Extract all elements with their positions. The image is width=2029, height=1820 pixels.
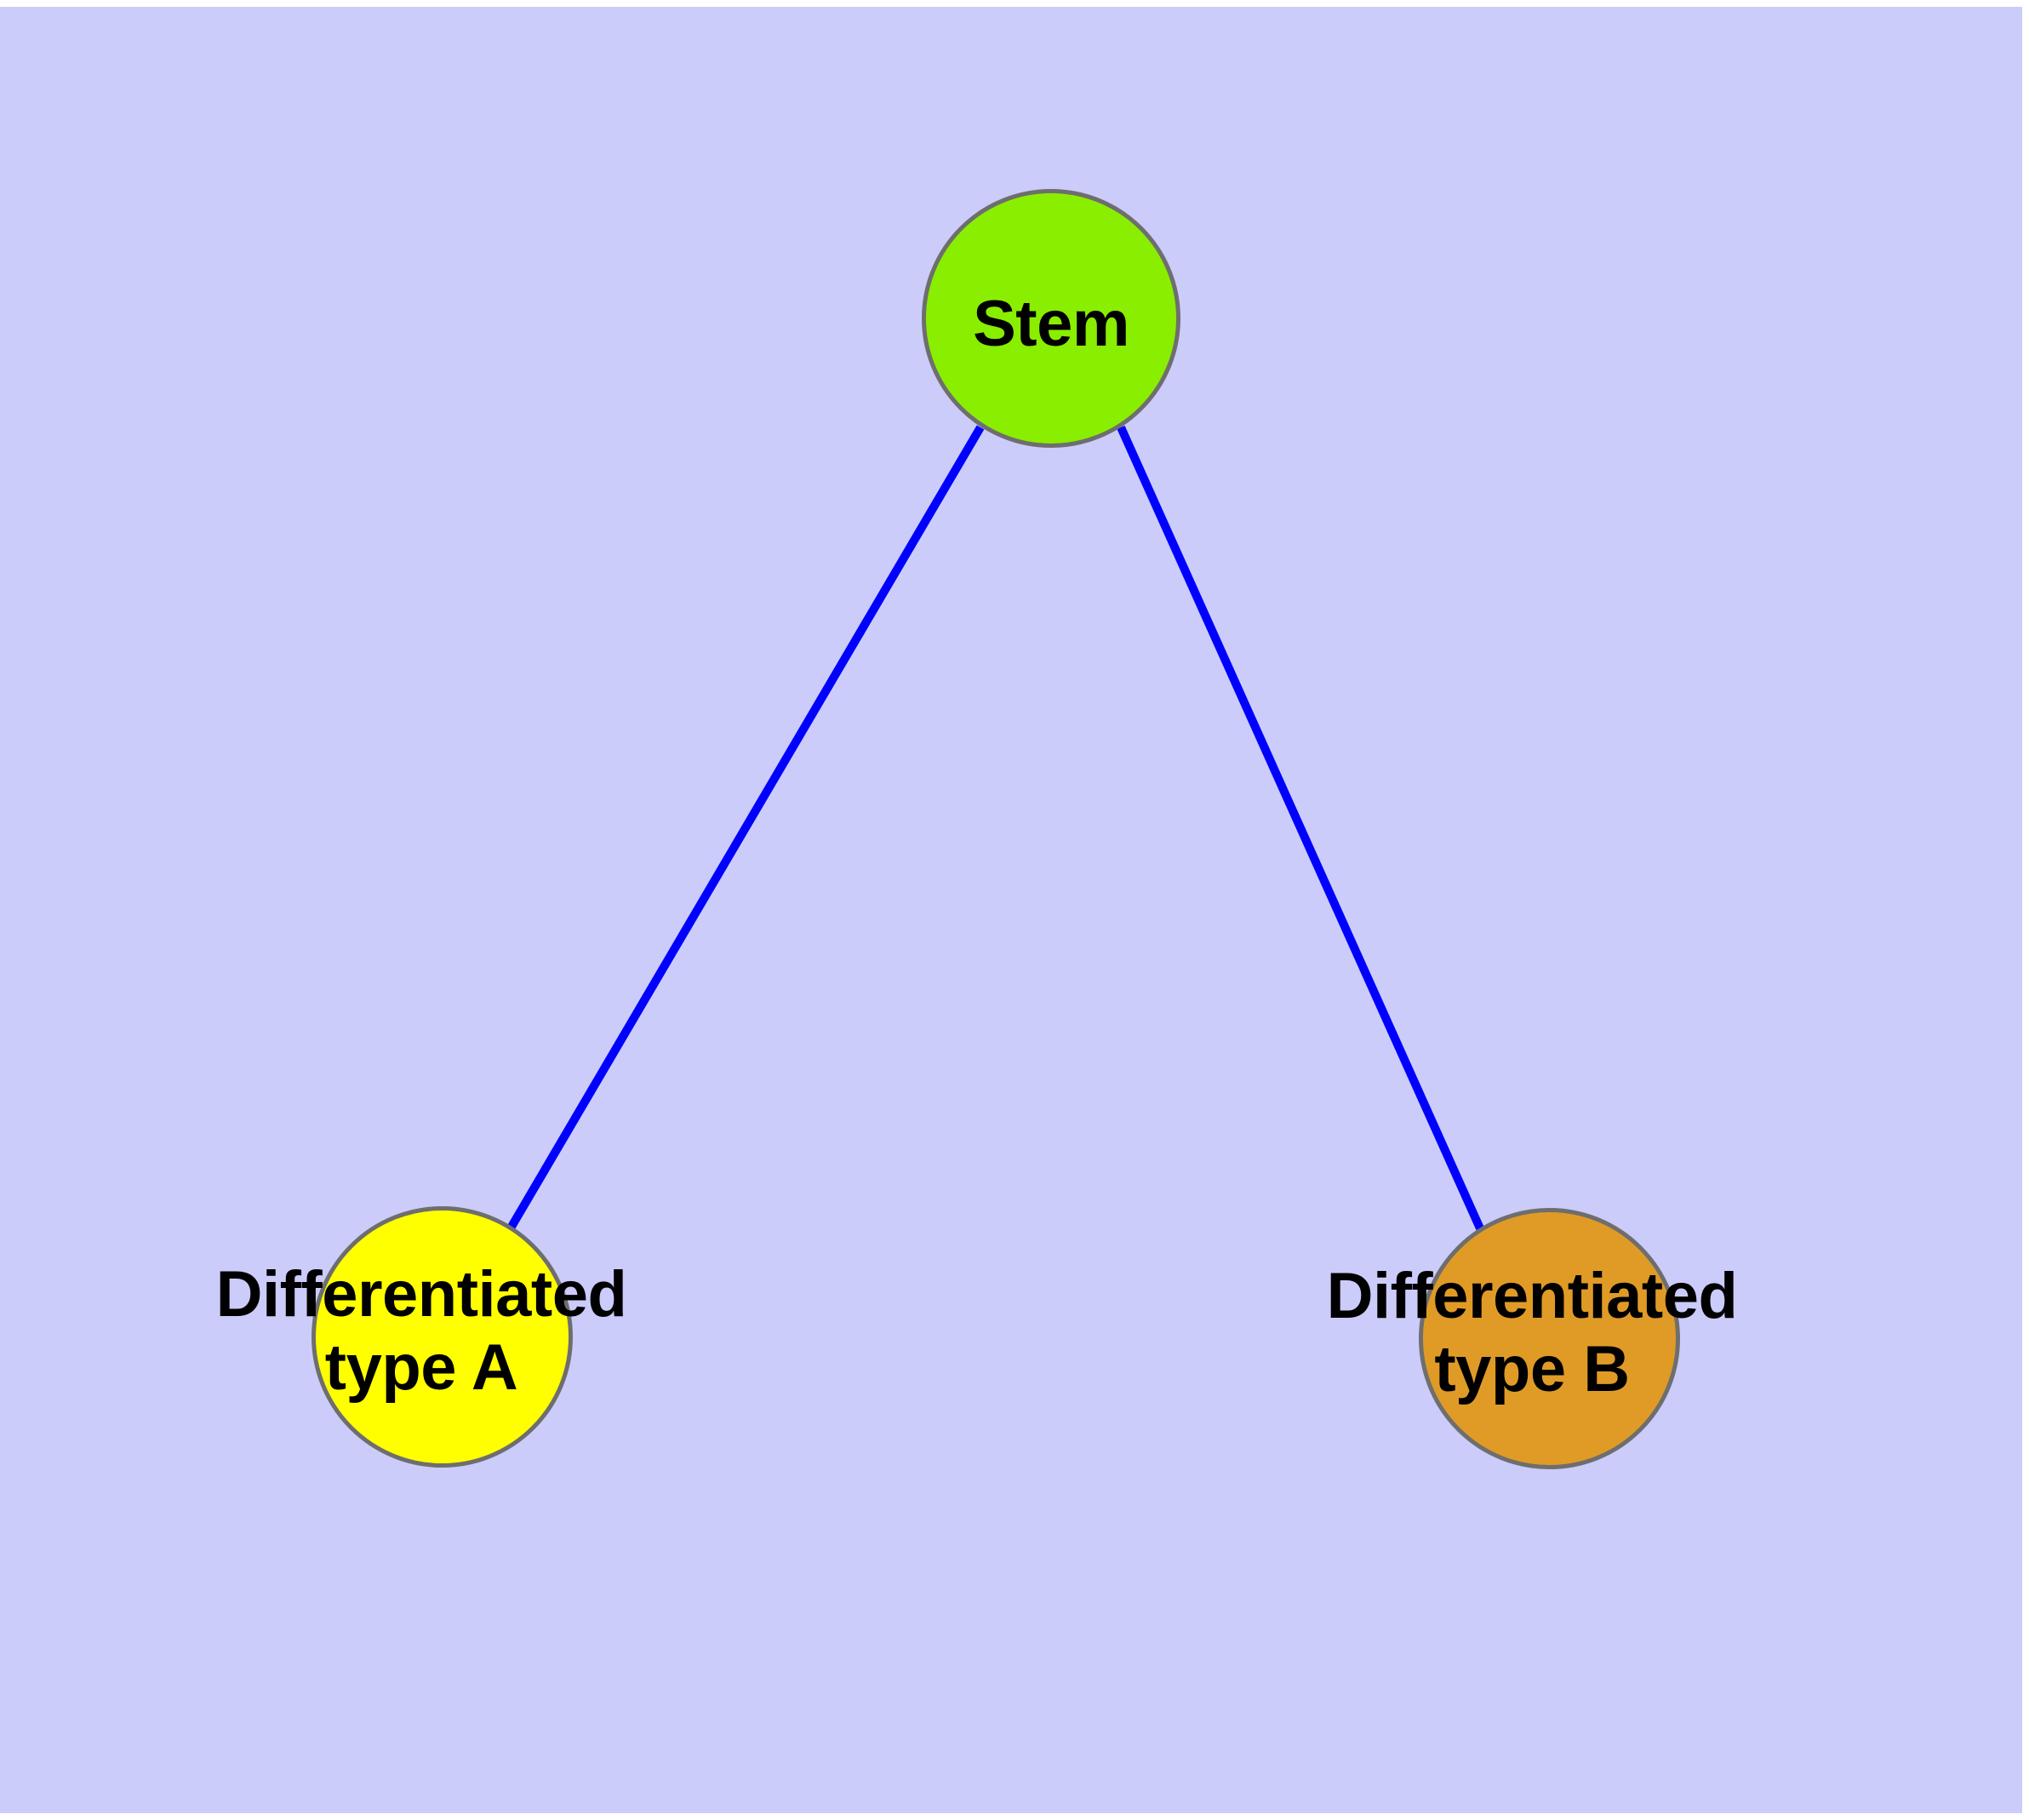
node-differentiated-type-b[interactable]: [1419, 1208, 1680, 1469]
node-label-stem: Stem: [973, 288, 1129, 360]
node-differentiated-type-a[interactable]: [311, 1206, 573, 1468]
node-label-differentiated-type-a: Differentiated type A: [215, 1258, 627, 1404]
node-stem[interactable]: [922, 189, 1180, 448]
edge-stem-to-differentiated-type-b: [1117, 425, 1484, 1231]
edge-stem-to-differentiated-type-a: [507, 425, 985, 1229]
node-label-differentiated-type-b: Differentiated type B: [1326, 1260, 1738, 1405]
diagram-canvas: Differentiated type A Differentiated typ…: [0, 7, 2022, 1813]
